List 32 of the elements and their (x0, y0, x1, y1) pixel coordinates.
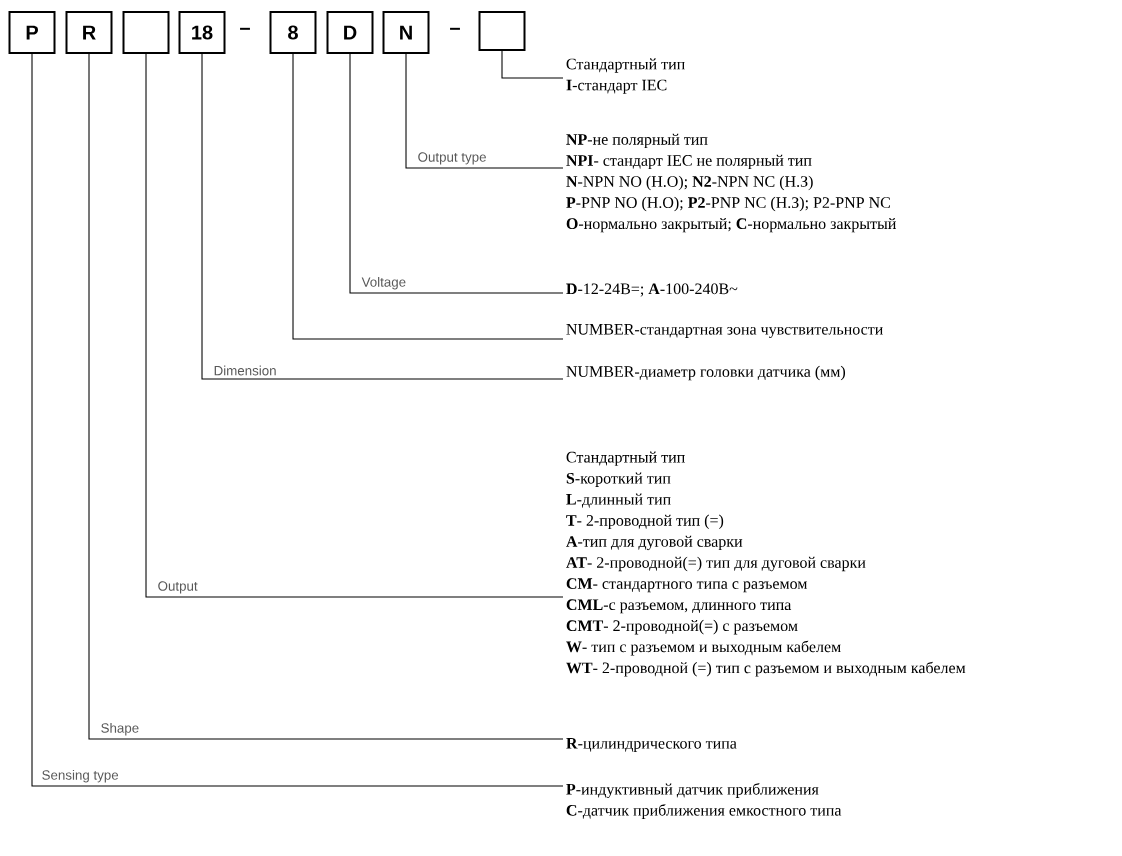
leader-line (201, 53, 564, 380)
code-box: 18 (178, 11, 226, 54)
code-box (478, 11, 526, 51)
edge-label: Sensing type (42, 769, 119, 783)
code-box: R (65, 11, 113, 54)
code-box: P (8, 11, 56, 54)
leader-line (349, 53, 564, 294)
edge-label: Voltage (361, 276, 406, 290)
leader-line (292, 53, 564, 340)
description-text: Стандартный тип S-короткий тип L-длинный тип T- 2-проводной тип (=) A-тип для дуговой сварки AT- 2-проводной(=) тип для дуговой сварки CM- стандартного типа с разъемом CML-с разъемом, длинного типа CMT- 2-проводной(=) с разъемом W- тип с разъемом и выходным кабелем WT- 2-проводной (=) тип с разъемом и выходным кабелем (566, 451, 966, 677)
leader-line (405, 53, 564, 169)
code-box: N (382, 11, 430, 54)
leader-line (31, 53, 564, 787)
edge-label: Output (158, 581, 198, 594)
separator-dash: – (450, 27, 460, 30)
description-text: NP-не полярный тип NPI- стандарт IEC не полярный тип N-NPN NO (Н.О); N2-NPN NC (Н.З) P-PNP NO (Н.О); P2-PNP NC (Н.З); P2-PNP NC O-нормально закрытый; C-нормально закрытый (566, 133, 896, 233)
description-text: R-цилиндрического типа (566, 738, 737, 752)
leader-line (501, 50, 564, 79)
separator-dash: – (240, 27, 250, 30)
leader-line (145, 53, 564, 598)
description-text: NUMBER-диаметр головки датчика (мм) (566, 365, 846, 381)
edge-label: Output type (418, 152, 486, 165)
code-box: 8 (269, 11, 317, 54)
edge-label: Shape (101, 722, 139, 736)
code-box: D (326, 11, 374, 54)
description-text: P-индуктивный датчик приближения C-датчик приближения емкостного типа (566, 783, 842, 819)
edge-label: Dimension (214, 365, 276, 376)
leader-line (88, 53, 564, 740)
description-text: NUMBER-стандартная зона чувствительности (566, 324, 883, 338)
description-text: Стандартный тип I-стандарт IEC (566, 58, 685, 94)
description-text: D-12-24В=; A-100-240В~ (566, 283, 738, 297)
code-box (122, 11, 170, 54)
